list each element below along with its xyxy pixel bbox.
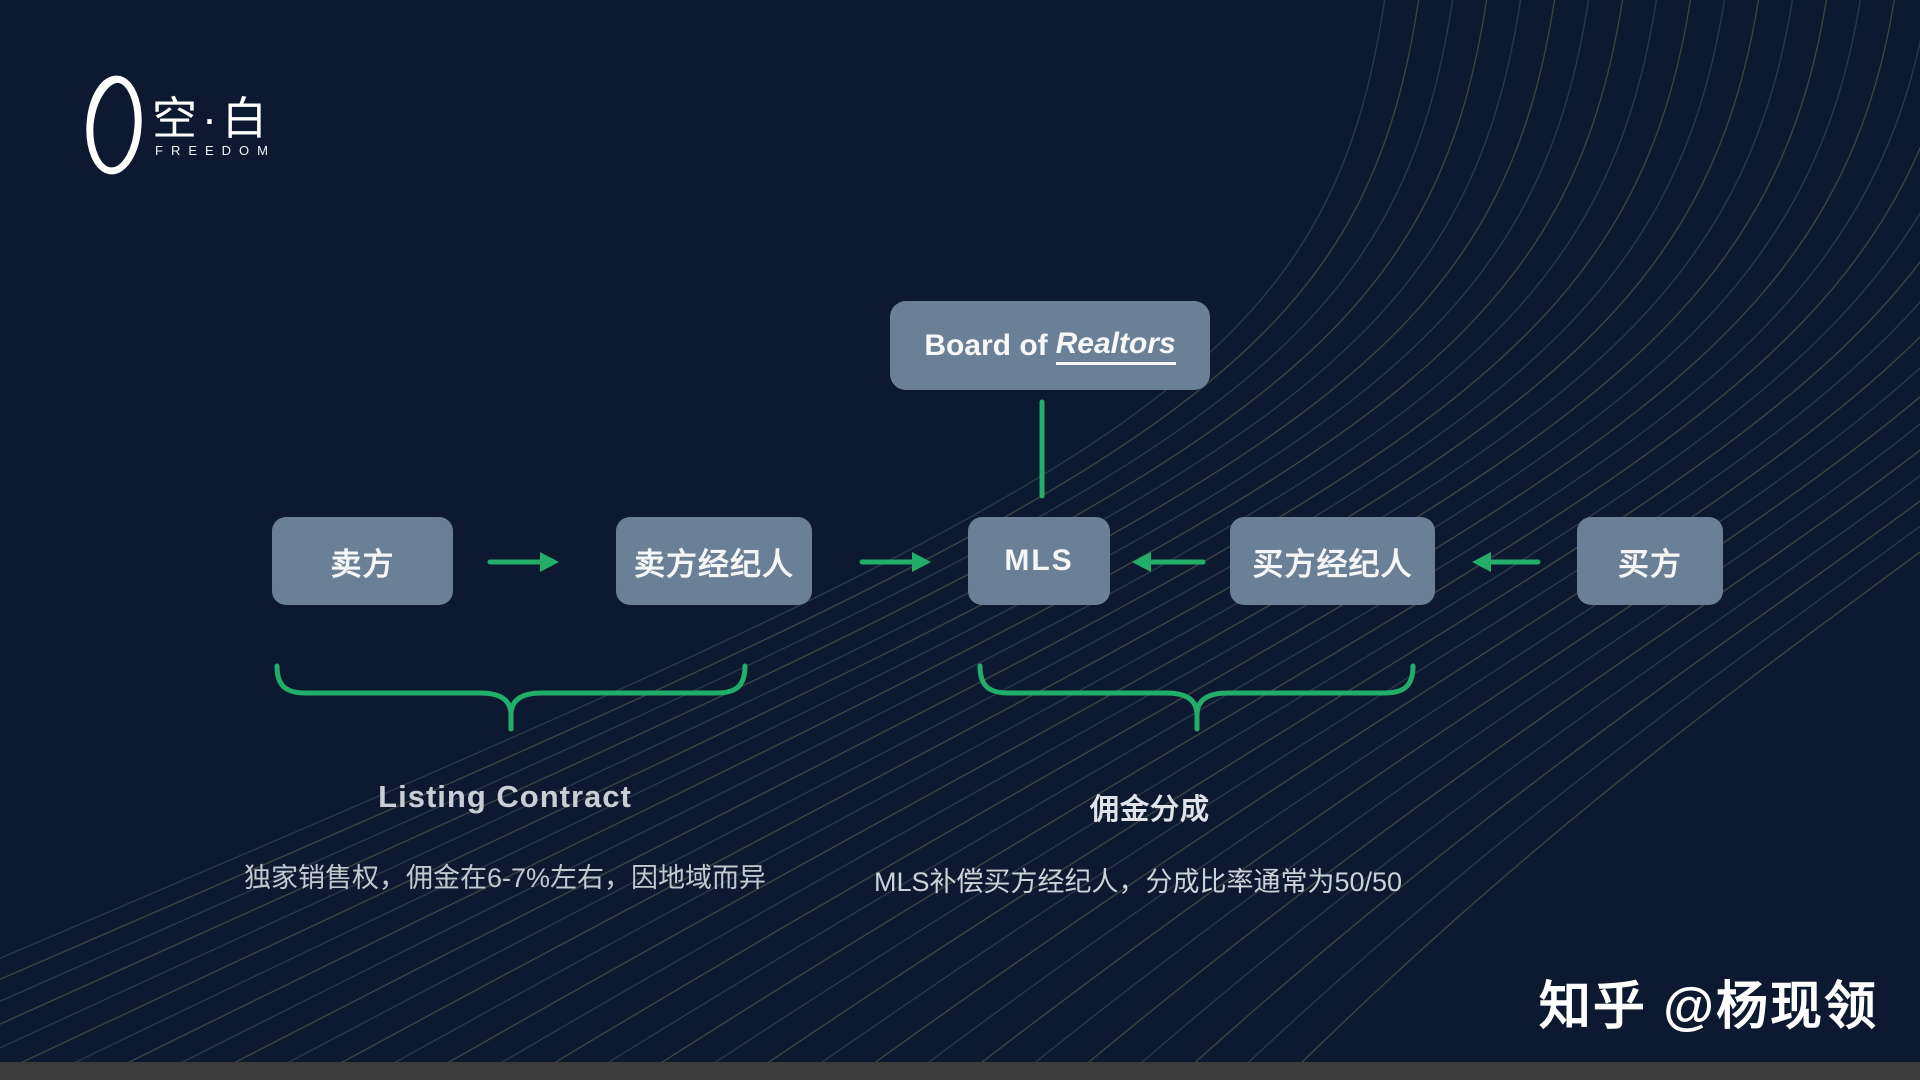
node-buyer-agent: 买方经纪人	[1230, 517, 1435, 605]
commission-split-title: 佣金分成	[1089, 794, 1210, 826]
logo-ring-icon	[86, 75, 142, 175]
logo-name: 空·白	[152, 93, 272, 144]
node-mls: MLS	[968, 517, 1110, 605]
node-seller-agent: 卖方经纪人	[616, 517, 812, 605]
background-curve	[1066, 449, 1920, 1080]
board-label-prefix: Board of	[924, 328, 1048, 362]
node-buyer: 买方	[1577, 517, 1723, 605]
background-curve	[1120, 474, 1920, 1080]
board-label-emphasis: Realtors	[1055, 327, 1176, 365]
bottom-bar	[0, 1062, 1920, 1080]
arrowhead-right-icon	[540, 552, 559, 572]
logo-subtitle: FREEDOM	[155, 143, 276, 158]
brace-listing-contract	[274, 663, 748, 732]
commission-split-description: MLS补偿买方经纪人，分成比率通常为50/50	[873, 867, 1403, 897]
arrowhead-left-icon	[1132, 552, 1151, 572]
arrowhead-left-icon	[1472, 552, 1491, 572]
listing-contract-description: 独家销售权，佣金在6-7%左右，因地域而异	[243, 863, 767, 893]
arrowhead-right-icon	[912, 552, 931, 572]
node-seller: 卖方	[272, 517, 453, 605]
board-of-realtors-box: Board of Realtors	[890, 301, 1210, 390]
zhihu-watermark: 知乎 @杨现领	[1538, 978, 1878, 1036]
listing-contract-title: Listing Contract	[378, 779, 632, 814]
brace-commission-split	[977, 663, 1416, 732]
